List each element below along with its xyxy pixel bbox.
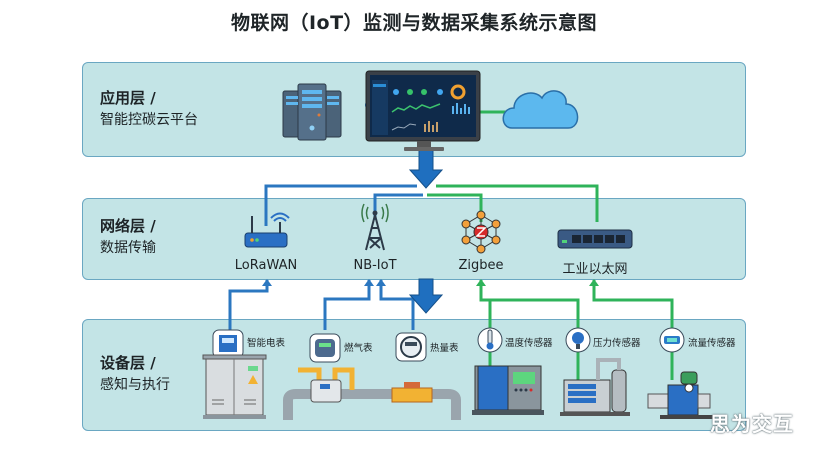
thermometer-badge bbox=[477, 327, 503, 353]
device-layer-name: 设备层 / bbox=[100, 354, 156, 372]
heat-meter-badge bbox=[395, 332, 427, 362]
ethernet-switch-icon bbox=[557, 229, 633, 249]
server-rack-icon bbox=[282, 83, 342, 141]
cloud-icon bbox=[502, 90, 579, 129]
downlink-arrow-app-net bbox=[408, 149, 444, 189]
link-zigbee-up bbox=[427, 193, 483, 222]
application-layer-label: 应用层 / 智能控碳云平台 bbox=[100, 87, 198, 131]
network-layer-name: 网络层 / bbox=[100, 217, 156, 235]
network-node-lorawan: LoRaWAN bbox=[234, 258, 298, 273]
pressure-machine-icon bbox=[560, 358, 630, 416]
sensor-temperature: 温度传感器 bbox=[505, 338, 553, 349]
application-layer-desc: 智能控碳云平台 bbox=[100, 112, 198, 128]
sensor-heat-meter: 热量表 bbox=[430, 343, 459, 354]
electrical-cabinet-icon bbox=[202, 354, 267, 419]
gas-meter-badge bbox=[309, 333, 341, 363]
link-meter-electric bbox=[228, 280, 269, 330]
sensor-flow: 流量传感器 bbox=[688, 338, 736, 349]
flow-meter-badge bbox=[659, 327, 685, 353]
temperature-machine-icon bbox=[472, 365, 544, 415]
link-lorawan-up bbox=[264, 184, 417, 226]
router-icon bbox=[244, 212, 290, 248]
sensor-gas-meter: 燃气表 bbox=[344, 343, 373, 354]
device-layer-label: 设备层 / 感知与执行 bbox=[100, 352, 170, 396]
electric-meter-badge bbox=[212, 329, 244, 359]
pressure-gauge-badge bbox=[565, 327, 591, 353]
cell-tower-icon bbox=[361, 203, 389, 251]
network-node-nbiot: NB-IoT bbox=[353, 258, 397, 273]
network-layer-desc: 数据传输 bbox=[100, 240, 156, 256]
sensor-electric-meter: 智能电表 bbox=[247, 338, 286, 349]
device-layer-desc: 感知与执行 bbox=[100, 377, 170, 393]
diagram-title: 物联网（IoT）监测与数据采集系统示意图 bbox=[230, 12, 598, 34]
network-layer: 网络层 / 数据传输 bbox=[82, 198, 746, 280]
monitoring-dashboard-icon bbox=[365, 70, 481, 151]
link-meter-heat bbox=[379, 280, 415, 330]
link-meter-gas bbox=[323, 280, 371, 330]
watermark: 思为交互 bbox=[710, 412, 794, 436]
network-node-ethernet: 工业以太网 bbox=[562, 262, 628, 277]
network-layer-label: 网络层 / 数据传输 bbox=[100, 215, 156, 259]
downlink-arrow-net-dev bbox=[408, 278, 444, 314]
sensor-pressure: 压力传感器 bbox=[593, 338, 641, 349]
flow-machine-icon bbox=[647, 371, 715, 419]
network-node-zigbee: Zigbee bbox=[458, 258, 504, 273]
pipeline-icon bbox=[283, 367, 461, 420]
arrow-tips bbox=[262, 279, 599, 286]
link-flow-sensor bbox=[592, 280, 674, 380]
link-pressure-sensor bbox=[490, 298, 580, 330]
zigbee-mesh-icon bbox=[461, 210, 501, 254]
link-ethernet-up bbox=[436, 184, 599, 222]
application-layer-name: 应用层 / bbox=[100, 89, 156, 107]
link-temp-sensor bbox=[479, 280, 492, 370]
